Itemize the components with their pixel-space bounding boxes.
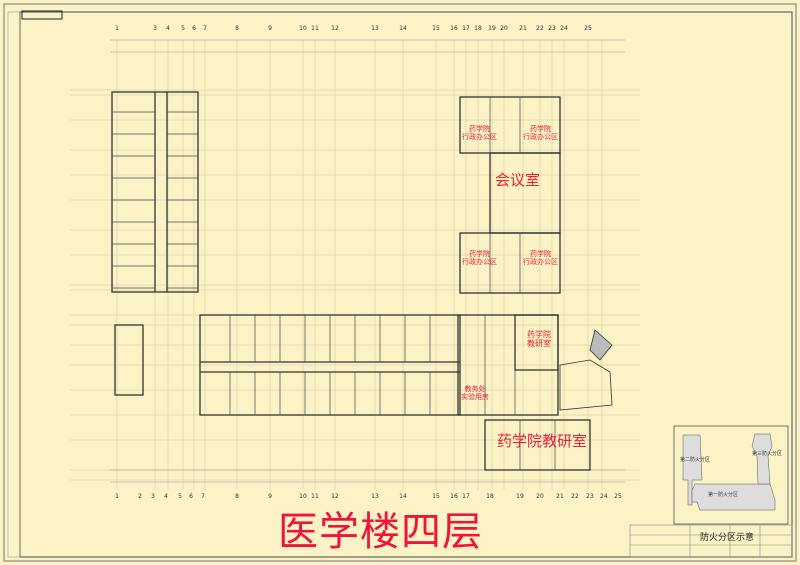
axis-label: 20 bbox=[536, 493, 544, 500]
room-label: 药学院 行政办公区 bbox=[523, 125, 558, 142]
axis-label: 3 bbox=[153, 25, 157, 32]
axis-label: 19 bbox=[488, 25, 496, 32]
axis-label: 9 bbox=[268, 25, 272, 32]
axis-label: 5 bbox=[178, 493, 182, 500]
inset-zone1: 第一防火分区 bbox=[708, 492, 739, 498]
axis-label: 23 bbox=[548, 25, 556, 32]
axis-label: 21 bbox=[519, 25, 527, 32]
axis-label: 9 bbox=[268, 493, 272, 500]
axis-label: 12 bbox=[331, 493, 339, 500]
axis-label: 1 bbox=[115, 25, 119, 32]
zone2-shape bbox=[682, 434, 703, 506]
drawing-code-box bbox=[21, 10, 63, 20]
axis-label: 25 bbox=[584, 25, 592, 32]
axis-label: 24 bbox=[560, 25, 568, 32]
axis-label: 4 bbox=[166, 25, 170, 32]
room-label: 药学院 教研室 bbox=[527, 330, 551, 349]
room-label: 教务处 实验用房 bbox=[461, 385, 489, 402]
axis-label: 22 bbox=[536, 25, 544, 32]
axis-label: 8 bbox=[235, 493, 239, 500]
axis-label: 13 bbox=[371, 493, 379, 500]
axis-label: 21 bbox=[556, 493, 564, 500]
axis-label: 6 bbox=[189, 493, 193, 500]
axis-label: 11 bbox=[311, 25, 319, 32]
axis-label: 2 bbox=[138, 493, 142, 500]
axis-label: 12 bbox=[331, 25, 339, 32]
axis-label: 5 bbox=[181, 25, 185, 32]
inset-zone3: 第三防火分区 bbox=[752, 451, 783, 457]
axis-label: 10 bbox=[299, 25, 307, 32]
room-label: 药学院 行政办公区 bbox=[462, 250, 497, 267]
inner-frame bbox=[19, 11, 793, 558]
axis-label: 7 bbox=[203, 25, 207, 32]
inset-title: 防火分区示意 bbox=[700, 533, 755, 543]
axis-label: 1 bbox=[115, 493, 119, 500]
axis-label: 13 bbox=[371, 25, 379, 32]
room-label: 药学院 行政办公区 bbox=[523, 250, 558, 267]
axis-label: 14 bbox=[399, 493, 407, 500]
room-label: 药学院 行政办公区 bbox=[462, 125, 497, 142]
axis-label: 18 bbox=[486, 493, 494, 500]
axis-label: 15 bbox=[432, 25, 440, 32]
inset-zone2: 第二防火分区 bbox=[680, 457, 711, 463]
axis-label: 14 bbox=[399, 25, 407, 32]
axis-label: 20 bbox=[500, 25, 508, 32]
axis-label: 19 bbox=[516, 493, 524, 500]
axis-label: 24 bbox=[600, 493, 608, 500]
axis-label: 8 bbox=[235, 25, 239, 32]
axis-label: 10 bbox=[299, 493, 307, 500]
axis-label: 11 bbox=[311, 493, 319, 500]
axis-label: 3 bbox=[151, 493, 155, 500]
axis-label: 18 bbox=[474, 25, 482, 32]
zone1-shape bbox=[691, 483, 776, 511]
axis-label: 17 bbox=[462, 25, 470, 32]
fire-zone-inset bbox=[673, 425, 789, 525]
axis-label: 17 bbox=[462, 493, 470, 500]
partitions bbox=[112, 97, 556, 470]
drawing-title: 医学楼四层 bbox=[278, 509, 483, 555]
axis-label: 16 bbox=[450, 493, 458, 500]
axis-label: 25 bbox=[614, 493, 622, 500]
axis-label: 22 bbox=[571, 493, 579, 500]
axis-label: 15 bbox=[432, 493, 440, 500]
binding-strip bbox=[7, 11, 21, 558]
axis-label: 16 bbox=[450, 25, 458, 32]
room-label-teaching: 药学院教研室 bbox=[497, 432, 588, 450]
axis-label: 6 bbox=[192, 25, 196, 32]
zone3-shape bbox=[751, 433, 773, 485]
title-block bbox=[629, 524, 793, 558]
axis-label: 4 bbox=[164, 493, 168, 500]
axis-label: 23 bbox=[586, 493, 594, 500]
drawing-frame bbox=[3, 3, 797, 562]
walls bbox=[111, 91, 613, 471]
room-label-meeting: 会议室 bbox=[495, 171, 541, 189]
axis-label: 7 bbox=[201, 493, 205, 500]
